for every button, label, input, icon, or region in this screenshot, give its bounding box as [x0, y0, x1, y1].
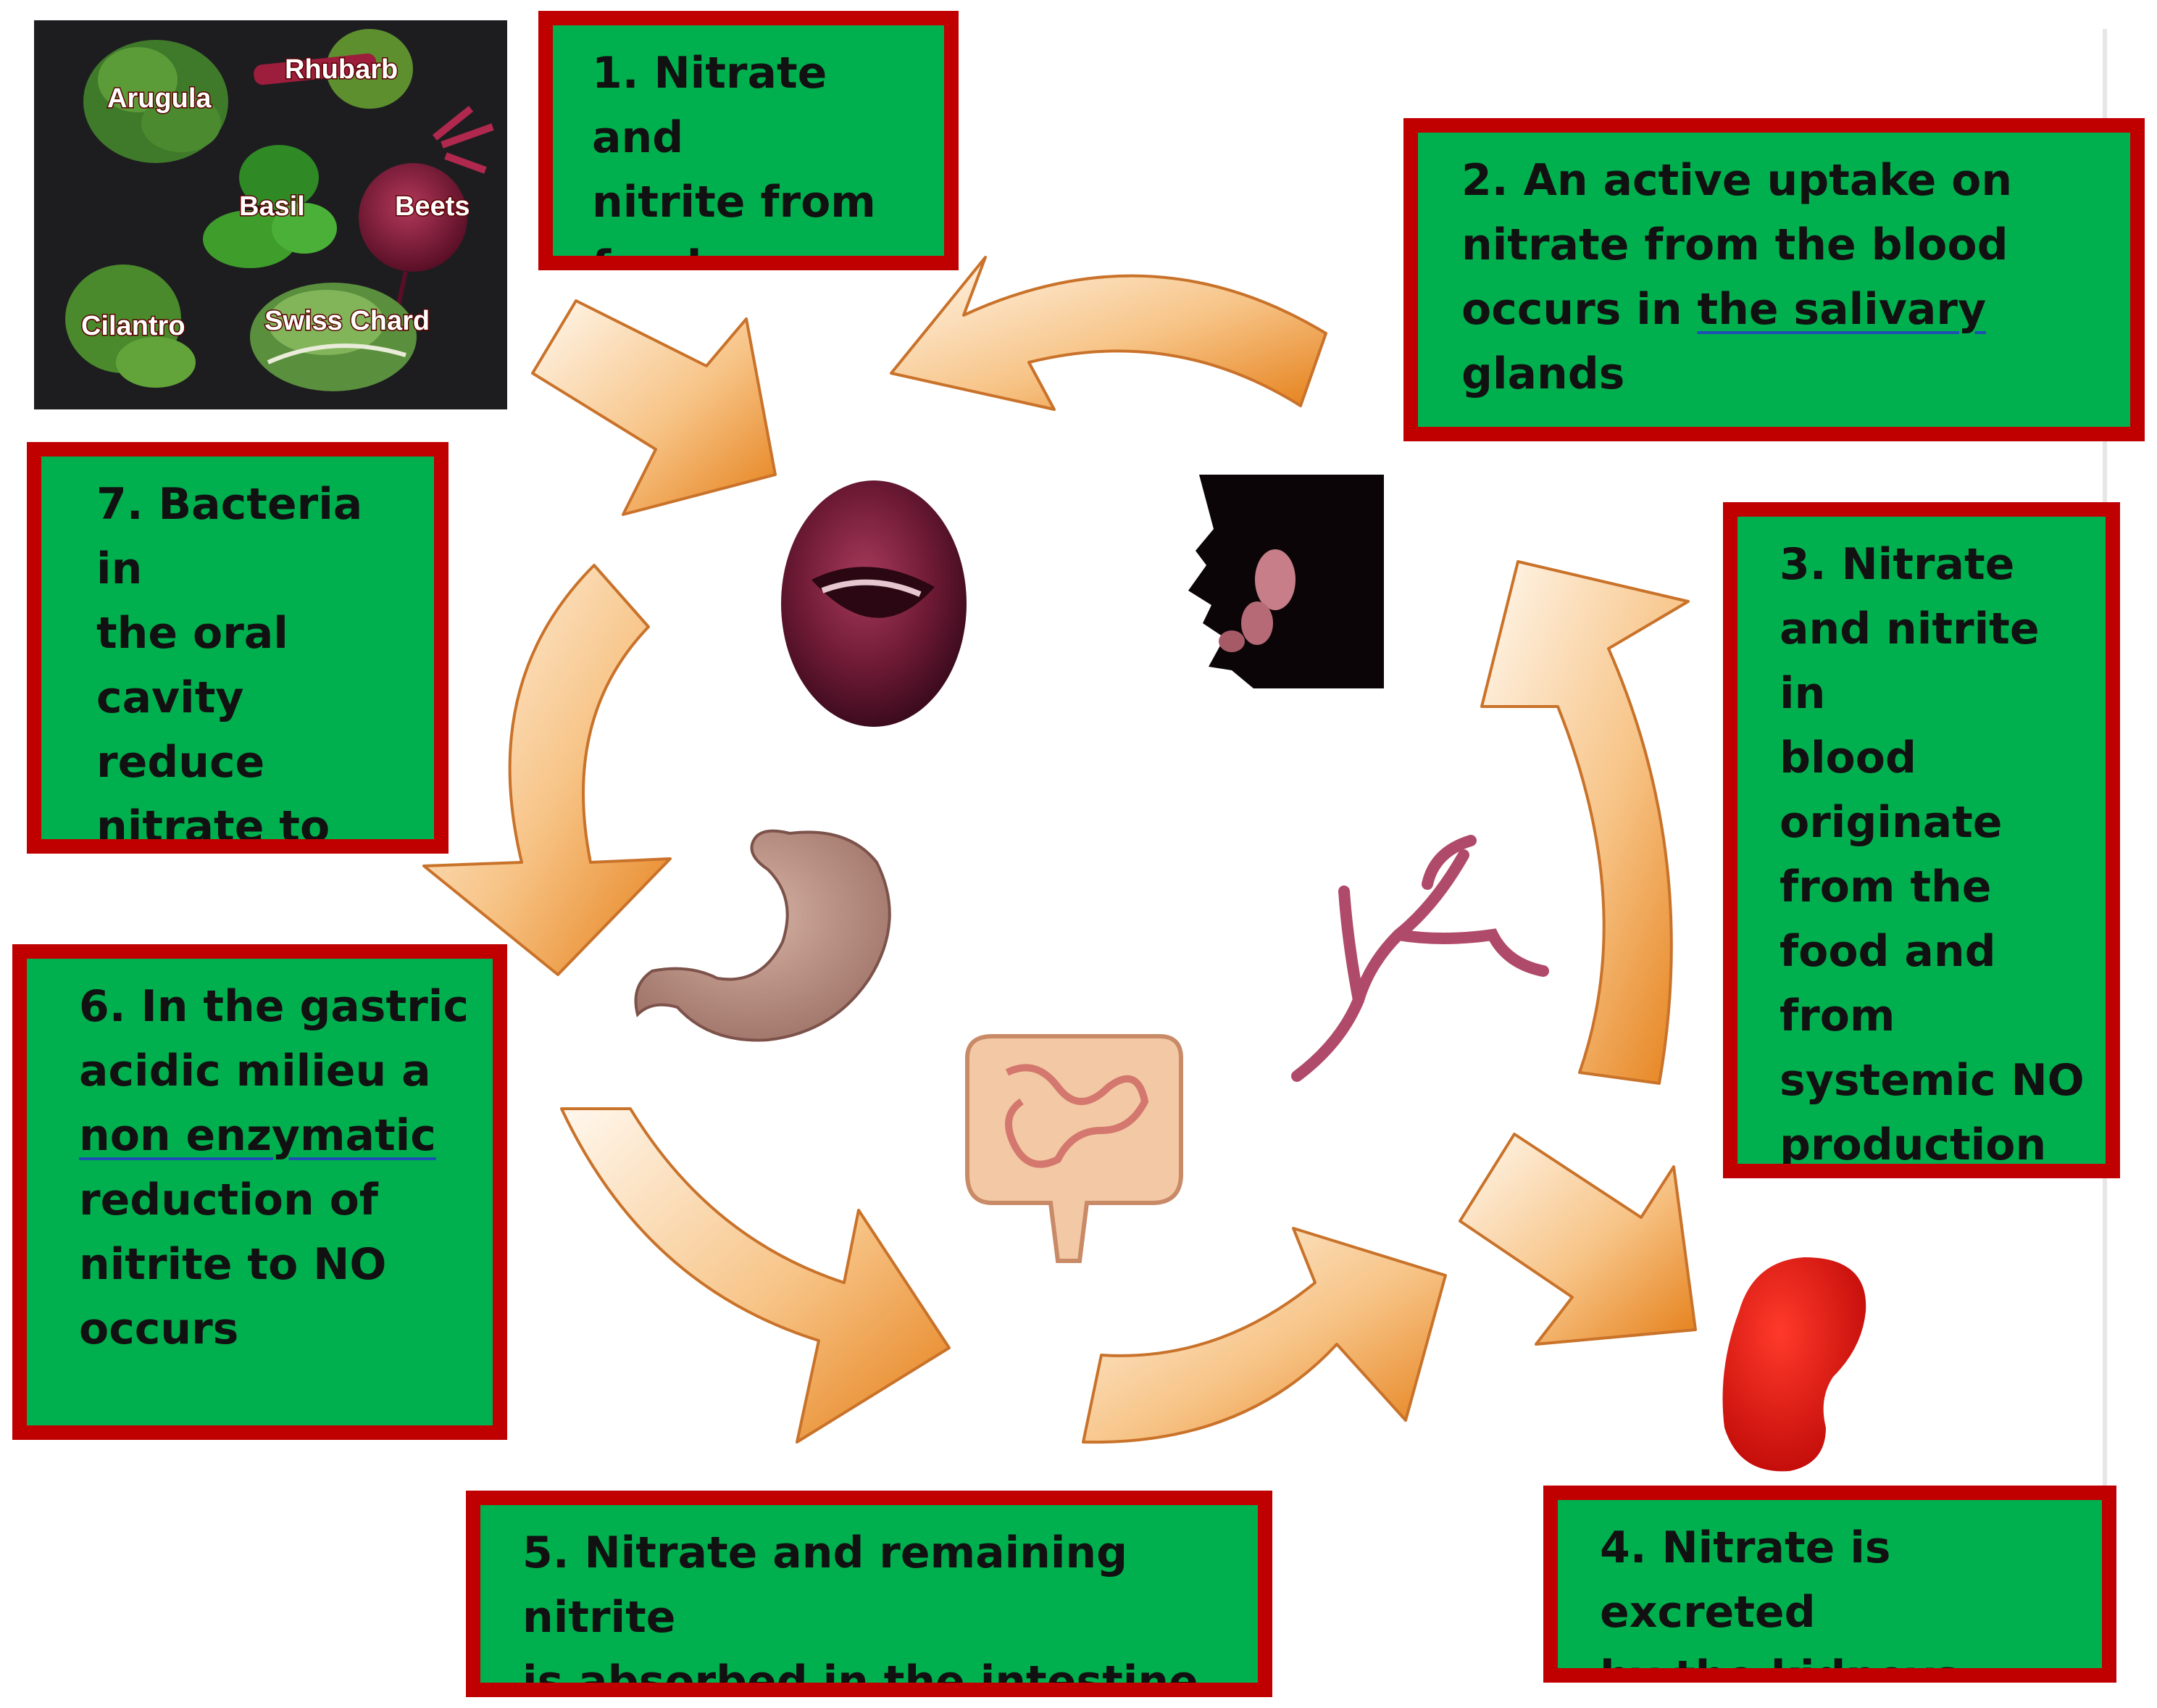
step-3-box: 3. Nitrate and nitrite in blood originat… [1723, 502, 2120, 1178]
kidney-image [1722, 1257, 1866, 1472]
arugula-label: Arugula [107, 83, 212, 114]
beets-label: Beets [395, 191, 470, 222]
step-2-text-underlined: the salivary [1697, 284, 1987, 335]
basil-image [203, 145, 337, 268]
step-7-number: 7. [96, 479, 143, 530]
arrow-mouth-to-stomach [422, 564, 672, 976]
step-5-box: 5. Nitrate and remaining nitrite is abso… [466, 1491, 1272, 1697]
step-6-number: 6. [79, 981, 126, 1032]
arrow-blood-to-salivary [1480, 560, 1690, 1085]
arrow-salivary-to-mouth [890, 256, 1327, 411]
step-3-number: 3. [1780, 539, 1827, 590]
step-1-number: 1. [592, 48, 639, 99]
step-4-number: 4. [1600, 1522, 1647, 1573]
intestine-image [965, 1034, 1183, 1263]
salivary-gland-image [1188, 475, 1384, 688]
step-6-text-underlined: non enzymatic [79, 1110, 436, 1161]
step-2-text-after: glands [1461, 349, 1625, 399]
step-5-text: Nitrate and remaining nitrite is absorbe… [522, 1528, 1198, 1697]
arrow-intestine-to-blood [1082, 1227, 1447, 1444]
cilantro-image [65, 264, 196, 388]
step-1-text: Nitrate and nitrite from food [592, 48, 876, 270]
arrow-food-to-mouth [531, 299, 777, 516]
step-5-number: 5. [522, 1528, 570, 1578]
swiss-chard-label: Swiss Chard [264, 306, 430, 336]
swiss-chard-image [250, 283, 417, 391]
step-3-text: Nitrate and nitrite in blood originate f… [1780, 539, 2085, 1170]
step-4-text: Nitrate is excreted by the kidneys [1600, 1522, 1961, 1683]
arrow-blood-to-kidney [1459, 1133, 1697, 1346]
step-7-box: 7. Bacteria in the oral cavity reduce ni… [27, 442, 448, 854]
mouth-image [781, 480, 967, 727]
step-2-box: 2. An active uptake on nitrate from the … [1403, 118, 2145, 441]
step-4-box: 4. Nitrate is excreted by the kidneys [1543, 1486, 2116, 1683]
stomach-image [634, 829, 891, 1042]
step-2-text-before: An active uptake on nitrate from the blo… [1461, 155, 2013, 335]
step-7-text: Bacteria in the oral cavity reduce nitra… [96, 479, 363, 852]
vegetables-photo: Arugula Rhubarb Basil Beets Cilantro Swi… [34, 20, 507, 409]
arrow-stomach-to-intestine [560, 1107, 951, 1444]
cilantro-label: Cilantro [81, 311, 185, 341]
step-6-box: 6. In the gastric acidic milieu a non en… [12, 944, 507, 1440]
basil-label: Basil [239, 191, 305, 222]
arugula-image [83, 40, 228, 163]
step-6-text-after: reduction of nitrite to NO occurs [79, 1175, 387, 1354]
step-6-text-before: In the gastric acidic milieu a [79, 981, 469, 1096]
rhubarb-label: Rhubarb [285, 54, 398, 85]
step-1-box: 1. Nitrate and nitrite from food [538, 11, 959, 270]
rhubarb-image [254, 29, 413, 109]
blood-vessel-image [1291, 835, 1549, 1082]
step-2-number: 2. [1461, 155, 1509, 206]
beets-image [359, 106, 494, 305]
